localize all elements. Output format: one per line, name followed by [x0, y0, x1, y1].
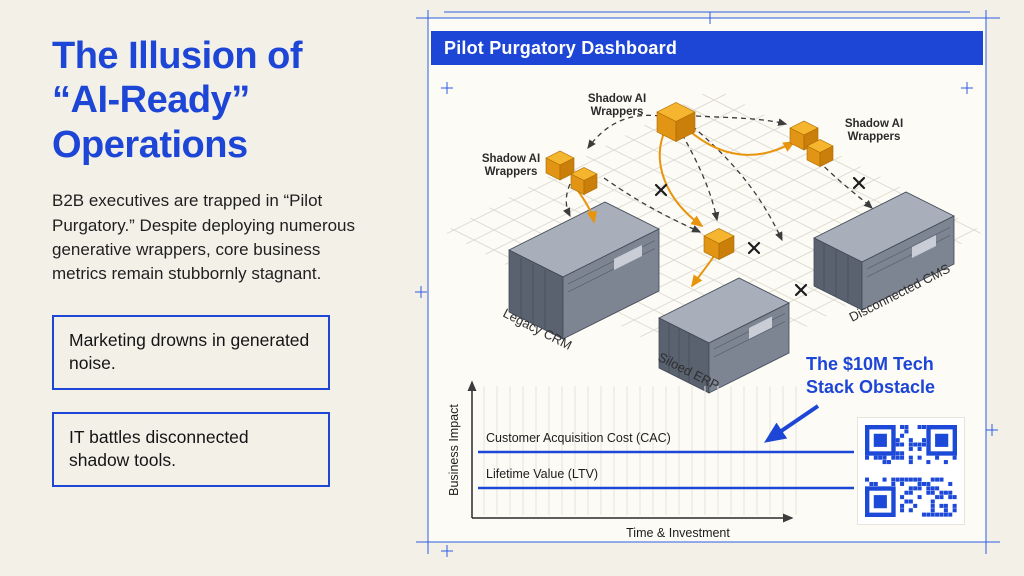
shadow-ai-labels: Shadow AI Wrappers Shadow AI Wrappers Sh…: [482, 93, 903, 178]
x-axis-label: Time & Investment: [626, 526, 730, 540]
siloed-erp-box: [658, 277, 790, 394]
svg-text:The $10M Tech: The $10M Tech: [806, 354, 934, 374]
qr-code: [858, 418, 964, 524]
page-title: The Illusion of “AI-Ready” Operations: [52, 34, 388, 167]
tech-stack-annotation: The $10M Tech Stack Obstacle: [764, 354, 935, 443]
svg-text:Stack Obstacle: Stack Obstacle: [806, 377, 935, 397]
callout-it: IT battles disconnected shadow tools.: [52, 411, 330, 488]
svg-text:Wrappers: Wrappers: [848, 131, 901, 143]
blueprint-crosshair-marks: [415, 82, 998, 557]
shadow-label-right: Shadow AI: [845, 118, 903, 130]
orange-flow-arrows: [575, 127, 796, 288]
cac-label: Customer Acquisition Cost (CAC): [486, 431, 671, 445]
qr-code-pattern: [865, 425, 957, 517]
chart-gridlines: [483, 386, 797, 515]
blocked-x-marks: [654, 176, 866, 297]
dashboard-title: Pilot Purgatory Dashboard: [444, 37, 678, 58]
shadow-ai-cubes: [545, 102, 834, 260]
intro-paragraph: B2B executives are trapped in “Pilot Pur…: [52, 191, 356, 284]
shadow-label-top: Shadow AI: [588, 93, 646, 105]
dashboard-illustration: Shadow AI Wrappers Shadow AI Wrappers Sh…: [415, 10, 1000, 557]
title-line-3: Operations: [52, 123, 248, 166]
disconnected-cms-box: [813, 191, 955, 311]
ltv-label: Lifetime Value (LTV): [486, 467, 598, 481]
svg-text:Wrappers: Wrappers: [591, 106, 644, 118]
title-line-2: “AI-Ready”: [52, 79, 250, 122]
shadow-label-left: Shadow AI: [482, 153, 540, 165]
title-line-1: The Illusion of: [52, 35, 303, 77]
dashboard-panel: Shadow AI Wrappers Shadow AI Wrappers Sh…: [414, 10, 1014, 566]
y-axis-label: Business Impact: [447, 404, 461, 496]
legacy-crm-box: [508, 201, 660, 340]
intro-panel: The Illusion of “AI-Ready” Operations B2…: [52, 34, 388, 488]
annotation-arrow: [764, 404, 820, 443]
callout-it-text: IT battles disconnected shadow tools.: [69, 426, 249, 471]
dashboard-header: Pilot Purgatory Dashboard: [431, 31, 983, 65]
callout-marketing: Marketing drowns in generated noise.: [52, 314, 330, 390]
svg-text:Wrappers: Wrappers: [485, 166, 538, 178]
callout-marketing-text: Marketing drowns in generated noise.: [69, 329, 310, 374]
chart-axes: [467, 380, 794, 523]
